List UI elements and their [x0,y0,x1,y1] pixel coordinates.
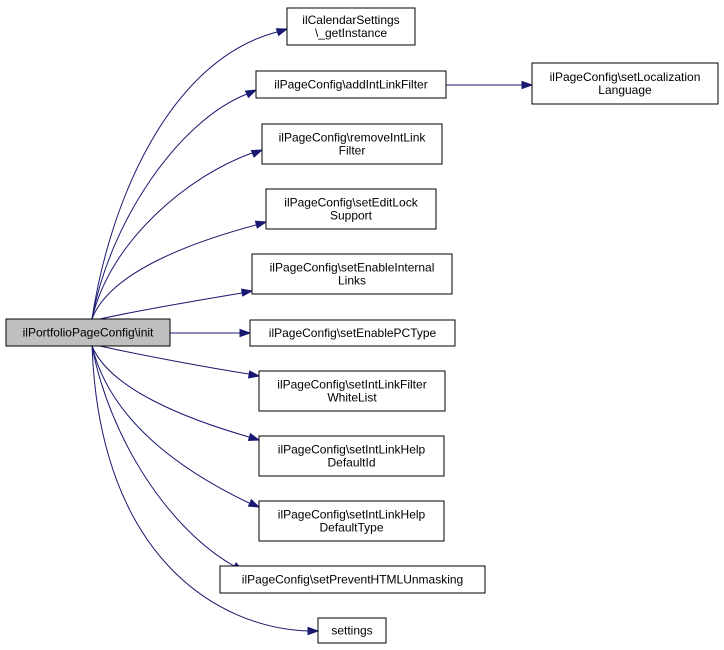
edge-root-to-n8 [91,345,250,438]
edges-layer [91,28,534,636]
node-label-line: ilPageConfig\setEnableInternal [270,261,435,275]
edge-root-to-n5 [99,292,243,320]
node-label-line: ilPageConfig\setEditLock [284,196,418,210]
node-label-line: \_getInstance [315,26,387,40]
nodes-layer: ilPortfolioPageConfig\init ilCalendarSett… [5,7,719,644]
node-label-line: ilPageConfig\setEnablePCType [269,326,437,340]
node-label-line: ilPageConfig\setIntLinkHelp [278,508,426,522]
node-label-line: Language [598,83,652,97]
node-box [258,435,445,477]
node-box [258,500,445,542]
node-box [261,123,443,165]
node-n1[interactable]: ilCalendarSettings\_getInstance [286,7,416,46]
edge-root-to-n1 [91,31,278,320]
edge-root-to-n11 [91,345,309,632]
node-box [5,318,171,347]
edge-root-to-n7 [99,345,250,375]
node-root[interactable]: ilPortfolioPageConfig\init [5,318,171,347]
node-label-line: DefaultId [327,456,375,470]
node-box [251,253,453,295]
node-label-line: ilPageConfig\setIntLinkFilter [277,378,426,392]
edge-root-to-n9 [91,345,250,504]
node-box [265,188,437,230]
arrowhead-root-to-n9 [247,498,261,508]
node-box [255,70,447,99]
arrowhead-root-to-n6 [239,328,252,338]
node-label-line: ilCalendarSettings [302,13,399,27]
node-label-line: DefaultType [319,521,383,535]
node-box [286,7,416,46]
edge-root-to-n4 [91,224,257,320]
node-label-line: Support [330,209,373,223]
node-label-line: ilPageConfig\setPreventHTMLUnmasking [242,573,463,587]
node-label-line: settings [331,624,372,638]
node-box [317,617,387,644]
node-box [219,565,486,594]
arrowhead-root-to-n5 [240,288,254,297]
arrowhead-root-to-n4 [254,220,268,229]
node-n10[interactable]: ilPageConfig\setPreventHTMLUnmasking [219,565,486,594]
node-label-line: WhiteList [327,391,377,405]
node-box [531,62,719,105]
node-n11[interactable]: settings [317,617,387,644]
edge-root-to-n10 [91,345,235,567]
node-box [258,370,446,412]
node-label-line: ilPortfolioPageConfig\init [23,326,154,340]
node-label-line: ilPageConfig\setLocalization [550,70,701,84]
edge-root-to-n3 [91,152,253,320]
node-label-line: ilPageConfig\addIntLinkFilter [274,78,427,92]
node-box [249,319,456,347]
node-label-line: ilPageConfig\setIntLinkHelp [278,443,426,457]
node-label-line: Filter [339,144,366,158]
arrowhead-root-to-n8 [247,432,261,441]
node-n6[interactable]: ilPageConfig\setEnablePCType [249,319,456,347]
edge-root-to-n2 [91,93,248,320]
node-label-line: ilPageConfig\removeIntLink [279,131,427,145]
arrowhead-root-to-n7 [247,370,261,379]
node-n2[interactable]: ilPageConfig\addIntLinkFilter [255,70,447,99]
arrowhead-root-to-n11 [307,626,320,636]
arrowhead-root-to-n2 [244,89,258,99]
arrowhead-root-to-n3 [250,149,264,158]
arrowhead-root-to-n1 [275,28,289,37]
node-label-line: Links [338,274,366,288]
arrowhead-n2-to-n12 [521,80,534,90]
